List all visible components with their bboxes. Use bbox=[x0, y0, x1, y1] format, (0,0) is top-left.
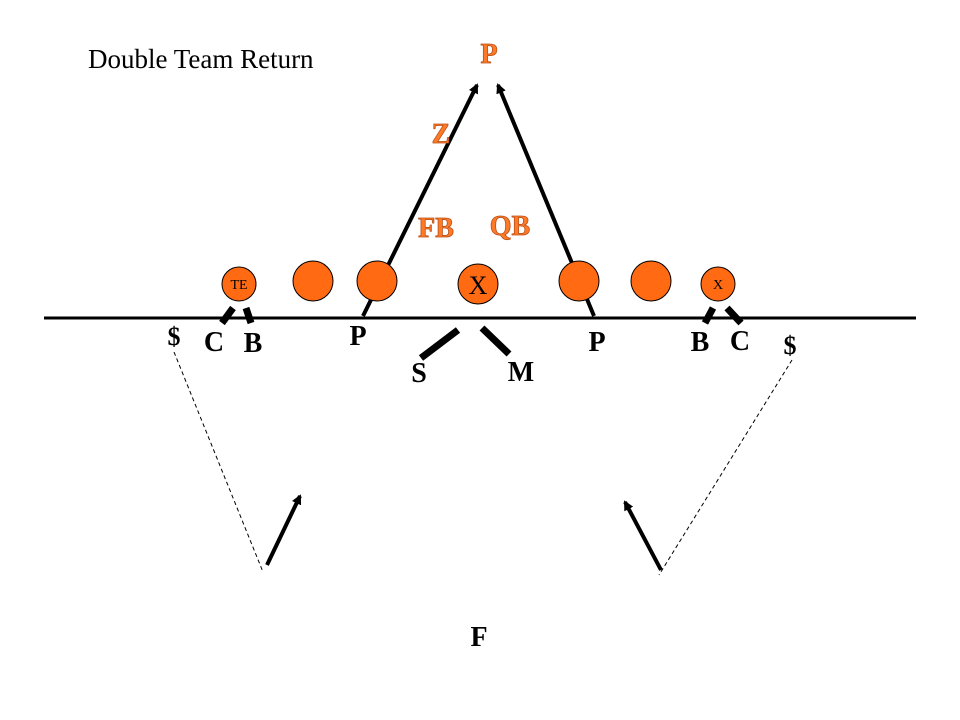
left-wall-arrow bbox=[265, 494, 302, 566]
left-contain-path bbox=[173, 351, 264, 573]
lineman-circle bbox=[356, 260, 398, 302]
te-label: TE bbox=[230, 278, 247, 293]
right-b-label: B bbox=[691, 327, 710, 358]
split-end-label: X bbox=[713, 278, 723, 293]
left-contain-label: $ bbox=[168, 322, 181, 351]
center-circle bbox=[457, 263, 499, 305]
fb-label: FB bbox=[418, 213, 454, 244]
mike-label: M bbox=[508, 357, 534, 388]
lineman-circle bbox=[558, 260, 600, 302]
right-wall-arrow bbox=[623, 500, 663, 571]
left-corner-label: C bbox=[204, 327, 224, 358]
mike-block-mark bbox=[479, 325, 512, 357]
lineman-circle bbox=[630, 260, 672, 302]
right-b-block-mark bbox=[701, 306, 717, 325]
te-circle bbox=[221, 266, 257, 302]
z-label: Z bbox=[432, 119, 451, 150]
returner-label: F bbox=[470, 622, 487, 653]
right-corner-label: C bbox=[730, 326, 750, 357]
split-end-circle bbox=[700, 266, 736, 302]
left-b-block-mark bbox=[242, 306, 255, 325]
sam-label: S bbox=[411, 358, 427, 389]
center-label: X bbox=[469, 271, 488, 300]
qb-label: QB bbox=[490, 211, 530, 242]
left-rusher-label: P bbox=[349, 321, 366, 352]
right-rusher-label: P bbox=[588, 327, 605, 358]
punter-label: P bbox=[480, 39, 497, 70]
right-contain-path bbox=[658, 359, 793, 576]
left-b-label: B bbox=[244, 328, 263, 359]
lineman-circle bbox=[292, 260, 334, 302]
right-corner-block-mark bbox=[724, 305, 744, 326]
sam-block-mark bbox=[418, 327, 461, 361]
left-corner-block-mark bbox=[219, 305, 236, 326]
right-contain-label: $ bbox=[784, 331, 797, 360]
diagram-title: Double Team Return bbox=[88, 44, 314, 74]
